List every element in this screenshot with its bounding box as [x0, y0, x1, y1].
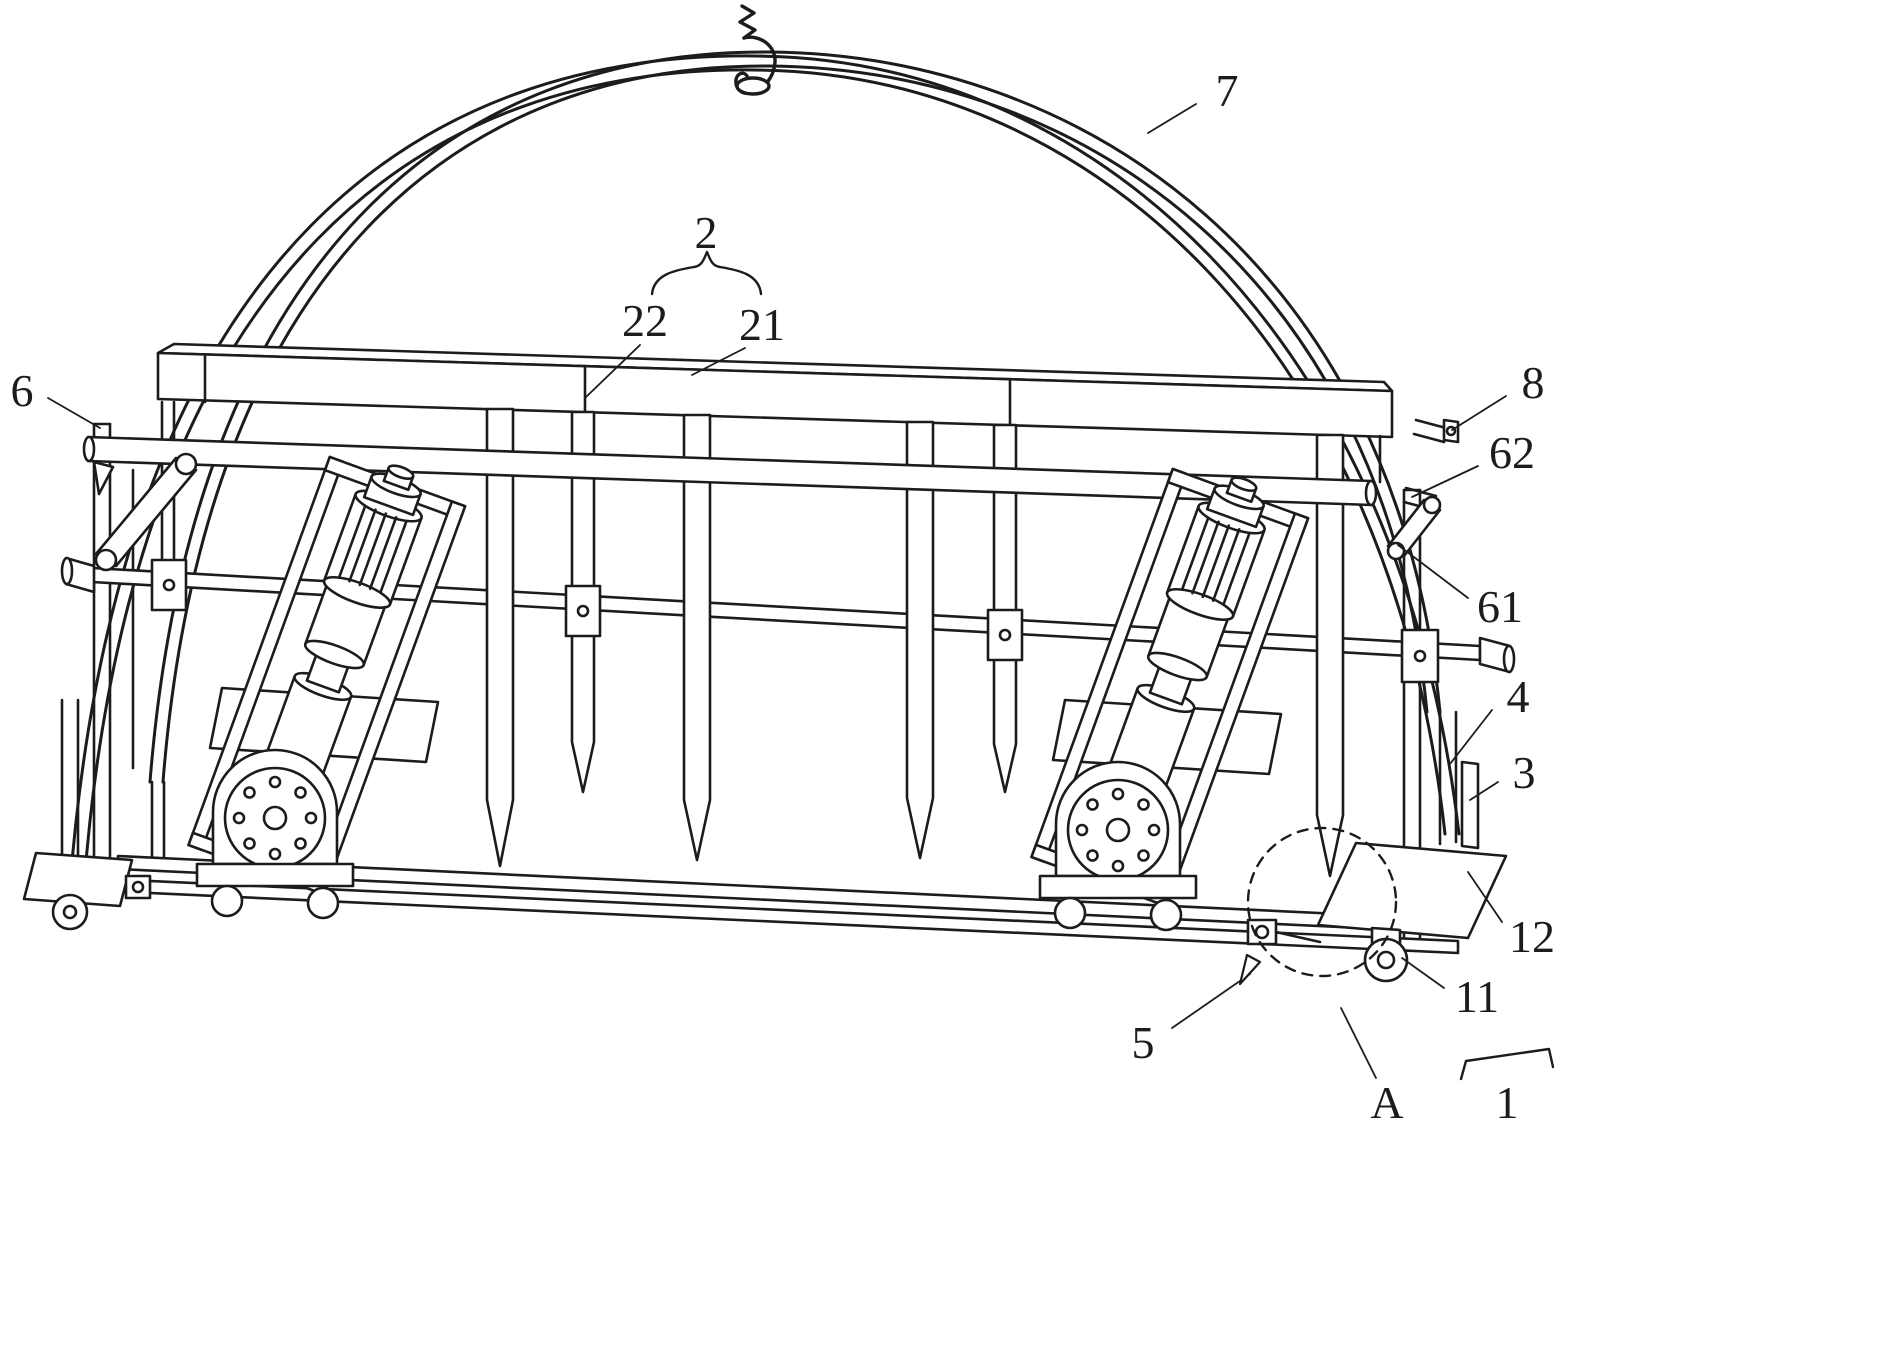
label-6: 6	[11, 365, 101, 429]
front-rail	[82, 435, 1378, 507]
label-11: 11	[1401, 957, 1499, 1022]
left-pipe-fitting	[124, 874, 152, 900]
side-plate-3	[1460, 760, 1480, 850]
pedestal-roller	[1053, 896, 1087, 930]
label-12: 12	[1467, 871, 1555, 962]
label-4: 4	[1449, 671, 1530, 765]
pedestal-base	[195, 862, 355, 888]
ref-label-2: 2	[695, 207, 718, 258]
pedestal-base	[1038, 874, 1198, 900]
blade-clamp	[986, 608, 1024, 662]
ref-label-8: 8	[1522, 357, 1545, 408]
left-drive-unit	[187, 455, 467, 920]
shaft-clamp	[1400, 628, 1440, 684]
label-8: 8	[1451, 357, 1545, 431]
bracket-icon	[1459, 1047, 1555, 1081]
ref-label-62: 62	[1489, 427, 1535, 478]
label-21: 21	[691, 299, 785, 376]
hollow-arrow-icon	[92, 460, 115, 496]
left-strut	[92, 452, 198, 572]
hook-clamp	[735, 76, 771, 96]
beam-front-face	[156, 351, 1394, 439]
pipe-fitting-5	[1246, 918, 1322, 946]
right-drive-unit	[1030, 467, 1310, 932]
annotations: 7 2 22 21 6 8	[11, 65, 1556, 1128]
label-5: 5	[1132, 953, 1262, 1068]
blade	[905, 420, 935, 860]
ref-label-7: 7	[1216, 65, 1239, 116]
rope-end	[738, 4, 757, 40]
label-62: 62	[1411, 427, 1535, 498]
pedestal-roller	[210, 884, 244, 918]
bearing-bore	[1105, 817, 1131, 843]
slanted-strut-61	[1386, 495, 1442, 561]
blade	[682, 413, 712, 862]
label-2: 2	[650, 207, 763, 296]
brace-icon	[650, 250, 763, 296]
ref-label-A: A	[1370, 1077, 1403, 1128]
right-side-fittings	[1386, 418, 1480, 850]
left-platform-plate	[22, 851, 134, 908]
ref-label-11: 11	[1455, 971, 1499, 1022]
pedestal-roller	[306, 886, 340, 920]
ref-label-6: 6	[11, 365, 34, 416]
right-caster-roller	[1363, 926, 1409, 983]
ref-label-3: 3	[1513, 747, 1536, 798]
middle-shaft	[60, 556, 1516, 684]
top-beam-assembly	[156, 342, 1394, 562]
label-22: 22	[584, 295, 668, 399]
ref-label-4: 4	[1507, 671, 1530, 722]
ref-label-1: 1	[1496, 1077, 1519, 1128]
hollow-arrow-icon	[1238, 953, 1262, 986]
blade	[1315, 433, 1345, 878]
ref-label-21: 21	[739, 299, 785, 350]
pedestal-roller	[1149, 898, 1183, 932]
blade	[485, 407, 515, 868]
shaft-clamp	[150, 558, 188, 612]
ref-label-5: 5	[1132, 1017, 1155, 1068]
lifting-hook	[734, 4, 777, 96]
detail-circle-A	[1246, 826, 1398, 978]
ref-label-61: 61	[1477, 581, 1523, 632]
bearing-bore	[262, 805, 288, 831]
ref-label-22: 22	[622, 295, 668, 346]
label-3: 3	[1469, 747, 1536, 801]
label-7: 7	[1147, 65, 1239, 134]
label-A: A	[1340, 1007, 1404, 1128]
arch-collar-8	[1412, 418, 1460, 444]
right-platform-plate	[1316, 841, 1508, 940]
blade	[992, 423, 1018, 794]
label-61: 61	[1397, 544, 1523, 632]
cutter-blades	[485, 407, 1345, 878]
ref-label-12: 12	[1509, 911, 1555, 962]
label-1: 1	[1459, 1047, 1555, 1128]
blade-clamp	[564, 584, 602, 638]
